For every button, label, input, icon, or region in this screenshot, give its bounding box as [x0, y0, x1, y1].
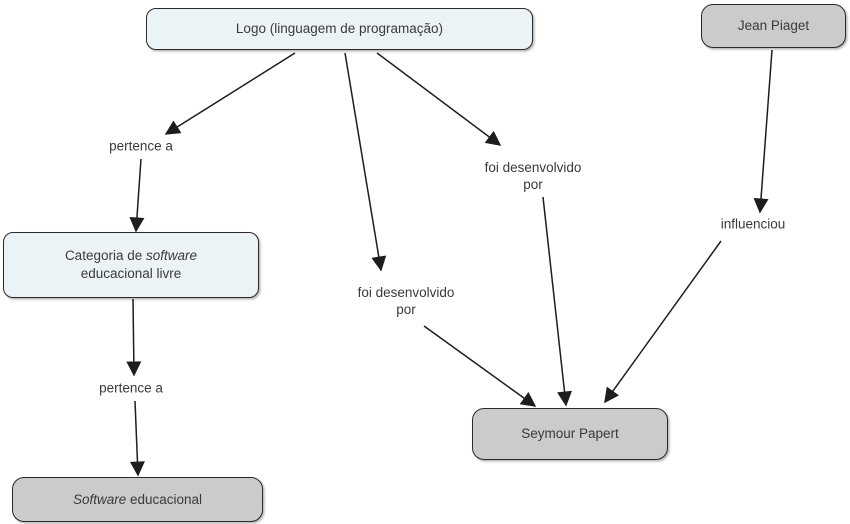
edge-logo-to-foi-desenvolvido-2: [376, 52, 502, 146]
node-seymour-papert-label: Seymour Papert: [521, 426, 619, 442]
node-seymour-papert: Seymour Papert: [472, 408, 668, 460]
node-jean-piaget-label: Jean Piaget: [737, 18, 810, 34]
edge-label-influenciou: influenciou: [720, 216, 786, 232]
node-categoria-software-educacional-livre: Categoria de software educacional livre: [3, 232, 259, 298]
edge-jean-piaget-to-influenciou: [753, 49, 773, 214]
node-software-educacional: Software educacional: [12, 477, 263, 522]
node-software-educacional-label-rest: educacional: [129, 491, 203, 507]
node-software-educacional-label: Software educacional: [73, 491, 202, 509]
node-categoria-label-italic: software: [146, 248, 198, 264]
node-software-educacional-label-italic: Software: [72, 491, 127, 507]
edge-label-foi-desenvolvido-por-2: foi desenvolvido por: [484, 160, 582, 192]
node-categoria-label-line2: educacional livre: [80, 266, 182, 281]
edge-pertence-a-2-to-software: [129, 400, 145, 477]
node-categoria-label-pre: Categoria de: [64, 248, 143, 264]
edge-categoria-to-pertence-a-2: [126, 298, 142, 377]
edge-foi-desenvolvido-1-to-seymour: [423, 325, 537, 407]
node-categoria-label-line1: Categoria de software: [65, 247, 197, 265]
node-logo-label: Logo (linguagem de programação): [235, 21, 444, 37]
edge-logo-to-pertence-a-1: [164, 52, 296, 135]
edge-pertence-a-1-to-categoria: [129, 158, 145, 233]
node-logo: Logo (linguagem de programação): [146, 8, 533, 50]
edge-label-pertence-a-2: pertence a: [99, 380, 163, 396]
edge-label-pertence-a-1: pertence a: [109, 138, 173, 154]
edge-label-foi-desenvolvido-por-1: foi desenvolvido por: [357, 285, 455, 317]
edge-foi-desenvolvido-2-to-seymour: [542, 196, 572, 407]
edge-logo-to-foi-desenvolvido-1: [344, 52, 387, 272]
node-jean-piaget: Jean Piaget: [701, 4, 846, 48]
edge-influenciou-to-seymour: [604, 240, 722, 404]
